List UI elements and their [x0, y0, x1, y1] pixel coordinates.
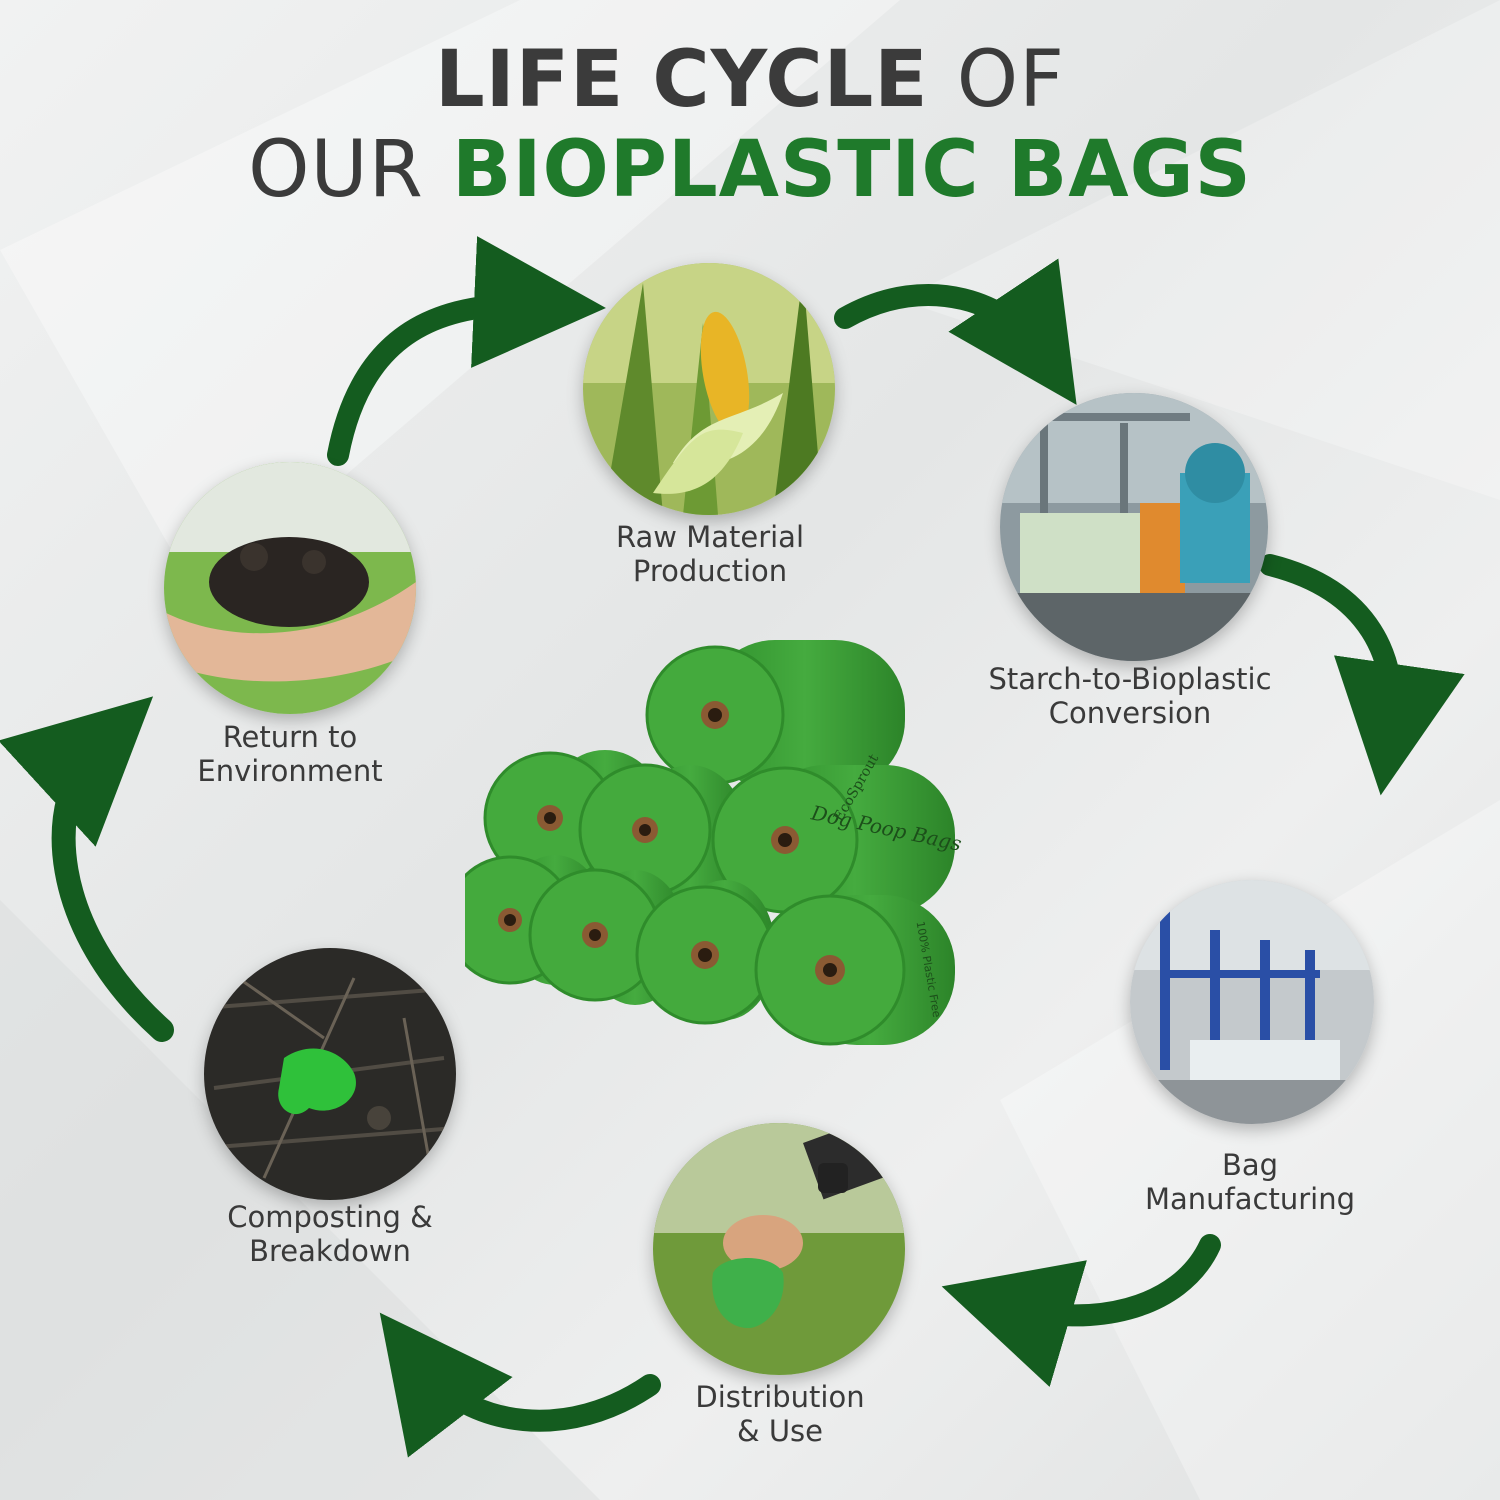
arrow-starch-to-bag — [1259, 554, 1465, 796]
stage-label-composting: Composting & Breakdown — [227, 1200, 433, 1268]
return-photo — [164, 462, 416, 714]
composting-photo — [204, 948, 456, 1200]
manufacturing-photo — [1130, 880, 1374, 1124]
arrow-return-to-raw — [327, 236, 606, 466]
arrow-composting-to-return — [0, 696, 174, 1042]
stage-label-conversion: Starch-to-Bioplastic Conversion — [988, 662, 1272, 730]
arrow-bag-to-distribution — [941, 1234, 1221, 1387]
roll: Dog Poop Bags EcoSprout — [711, 751, 964, 915]
roll — [635, 880, 775, 1025]
roll — [645, 640, 905, 790]
stage-label-raw-material: Raw Material Production — [615, 520, 805, 588]
page-title-line-2: OUR BIOPLASTIC BAGS — [0, 120, 1500, 220]
conversion-photo — [1000, 393, 1268, 661]
arrow-raw-to-starch — [834, 258, 1077, 405]
title-light-part: OF — [956, 35, 1066, 125]
title-light-part: OUR — [248, 125, 424, 215]
distribution-photo — [653, 1123, 905, 1375]
page-title-line-1: LIFE CYCLE OF — [0, 30, 1500, 130]
title-bold-part: LIFE CYCLE — [434, 35, 929, 125]
raw-material-photo — [583, 263, 835, 515]
arrow-distribution-to-composting — [379, 1312, 661, 1458]
stage-label-return: Return to Environment — [197, 720, 383, 788]
stage-label-distribution: Distribution & Use — [695, 1380, 865, 1448]
stage-label-manufacturing: Bag Manufacturing — [1145, 1148, 1355, 1216]
roll: 100% Plastic Free — [754, 894, 955, 1046]
title-green-part: BIOPLASTIC BAGS — [452, 125, 1252, 215]
bag-rolls-product: Dog Poop Bags EcoSprout 100% Plastic Fre… — [465, 640, 964, 1046]
